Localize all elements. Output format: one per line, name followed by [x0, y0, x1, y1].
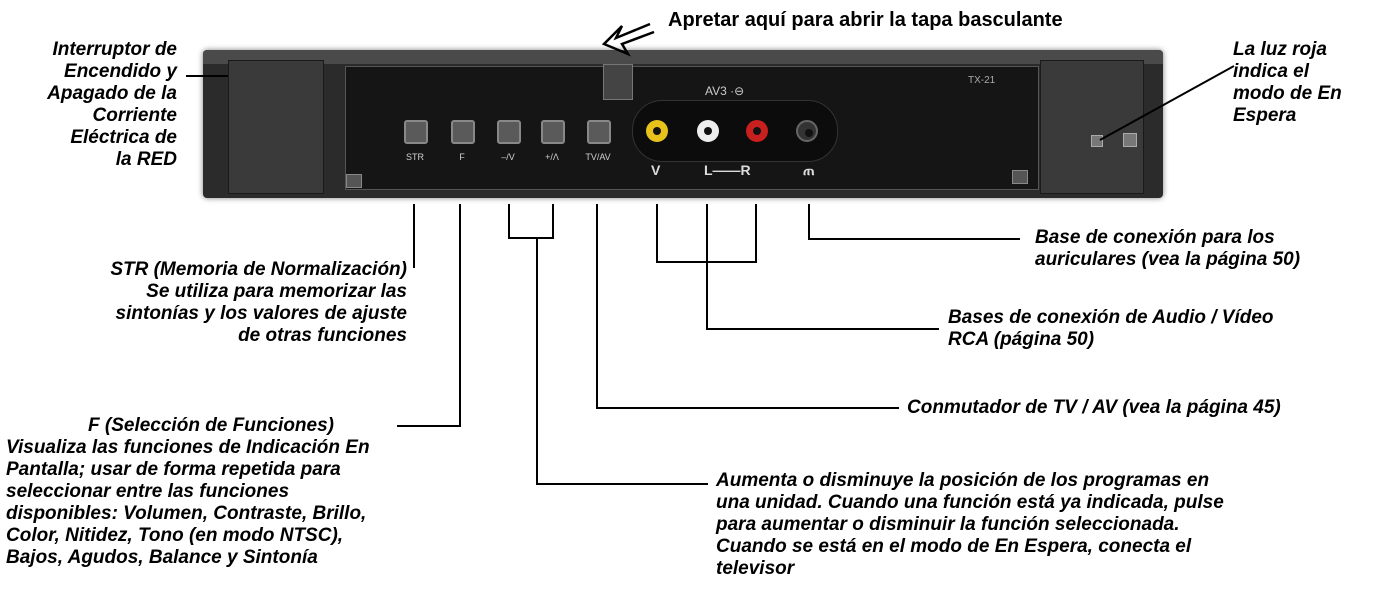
- standby-light-icon: [1091, 135, 1103, 147]
- f-button-label: F: [459, 152, 465, 162]
- tvav-leader-line: [596, 204, 598, 408]
- tvav-callout: Conmutador de TV / AV (vea la página 45): [907, 397, 1281, 418]
- model-tag: TX-21: [968, 75, 996, 86]
- down-button[interactable]: [497, 120, 521, 144]
- str-leader-line: [413, 204, 415, 268]
- f-button[interactable]: [451, 120, 475, 144]
- tvav-leader-horizontal: [596, 407, 899, 409]
- panel-foot-right: [1012, 170, 1028, 184]
- headphone-jack[interactable]: [796, 120, 818, 142]
- audio-right-jack[interactable]: [746, 120, 768, 142]
- av-rca-callout: Bases de conexión de Audio / Vídeo RCA (…: [948, 307, 1274, 350]
- jack-v-label: V: [651, 162, 661, 178]
- f-leader-horizontal: [397, 425, 461, 427]
- str-callout: STR (Memoria de Normalización) Se utiliz…: [110, 259, 407, 346]
- updown-callout: Aumenta o disminuye la posición de los p…: [716, 470, 1224, 579]
- sensor-icon: [1123, 133, 1137, 147]
- down-button-label: –/V: [501, 152, 515, 162]
- standby-leader-line: [1099, 65, 1235, 141]
- arrow-icon: [601, 22, 655, 57]
- f-leader-line: [459, 204, 461, 426]
- panel-foot-left: [346, 174, 362, 188]
- power-callout: Interruptor de Encendido y Apagado de la…: [47, 39, 177, 170]
- up-leader-line: [552, 204, 554, 238]
- flip-lid-latch[interactable]: [603, 64, 633, 100]
- panel-top-edge: [203, 50, 1163, 64]
- jack-lr-label: L——R: [704, 162, 751, 178]
- tvav-button-label: TV/AV: [585, 152, 611, 162]
- headphone-leader-line: [808, 204, 810, 240]
- video-jack[interactable]: [646, 120, 668, 142]
- up-button-label: +/Λ: [545, 152, 559, 162]
- headphone-leader-horizontal: [808, 238, 1020, 240]
- updown-bracket: [508, 237, 554, 239]
- str-button-label: STR: [406, 152, 424, 162]
- str-button[interactable]: [404, 120, 428, 144]
- rca-leader-line: [706, 204, 708, 330]
- standby-area: [1040, 60, 1144, 194]
- video-jack-leader: [656, 204, 658, 262]
- f-callout: F (Selección de Funciones) Visualiza las…: [6, 415, 370, 568]
- tvav-button[interactable]: [587, 120, 611, 144]
- down-leader-line: [508, 204, 510, 238]
- updown-leader-horizontal: [536, 483, 708, 485]
- rca-leader-horizontal: [706, 328, 939, 330]
- headphone-callout: Base de conexión para los auriculares (v…: [1035, 227, 1301, 270]
- right-jack-leader: [755, 204, 757, 262]
- jack-headphone-label: ጠ: [803, 162, 815, 178]
- standby-callout: La luz roja indica el modo de En Espera: [1233, 39, 1342, 126]
- updown-leader-line: [536, 237, 538, 485]
- up-button[interactable]: [541, 120, 565, 144]
- power-switch[interactable]: [228, 60, 324, 194]
- av3-label: AV3 ·⊖: [705, 84, 745, 98]
- power-leader-line: [186, 75, 228, 77]
- top-callout: Apretar aquí para abrir la tapa basculan…: [668, 9, 1063, 31]
- audio-left-jack[interactable]: [697, 120, 719, 142]
